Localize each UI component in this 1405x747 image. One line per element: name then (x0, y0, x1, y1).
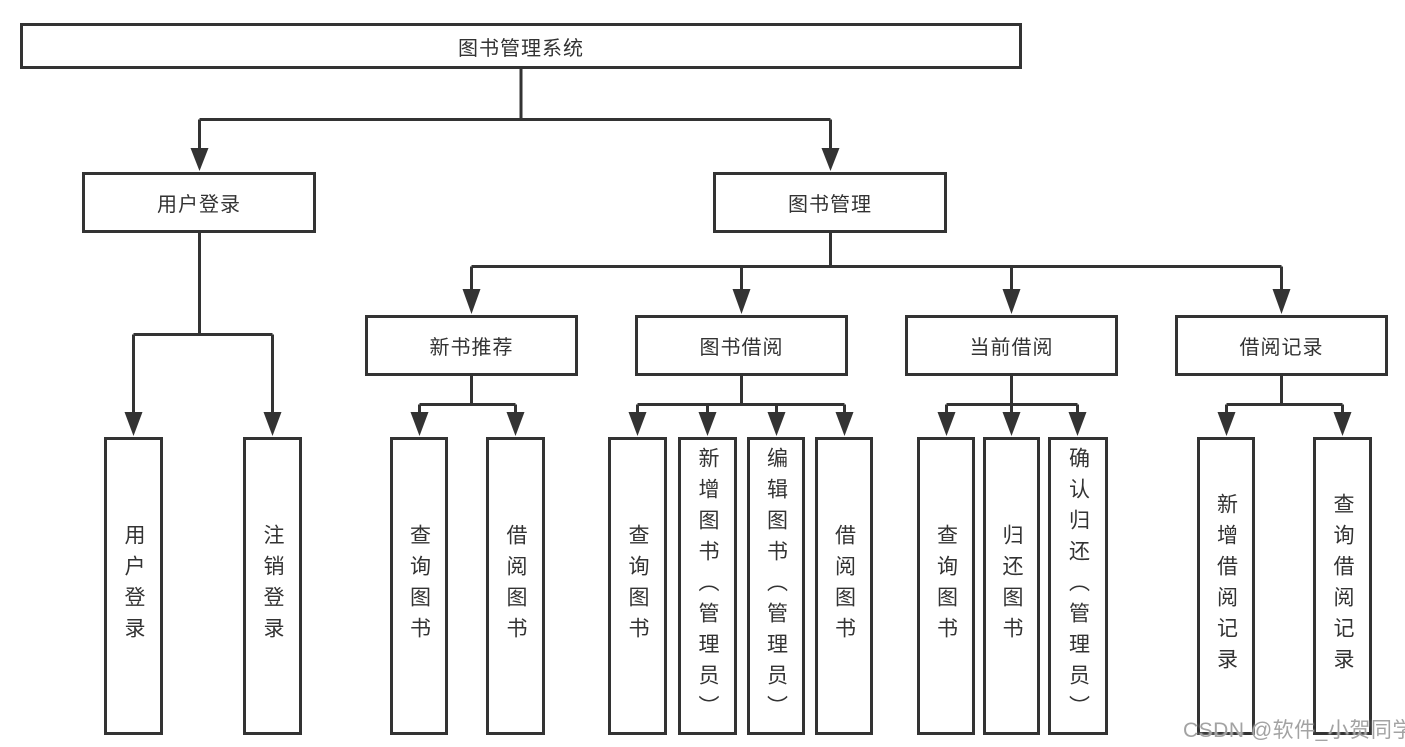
leaf-borrow-books-recommend-label: 借阅图书 (504, 524, 527, 648)
leaf-confirm-return-admin-label: 确认归还（管理员） (1066, 446, 1090, 726)
node-borrow-records-label: 借阅记录 (1239, 337, 1324, 359)
leaf-query-books-recommend-label: 查询图书 (407, 524, 431, 648)
node-current-borrow-label: 当前借阅 (969, 337, 1054, 359)
leaf-query-books-current: 查询图书 (917, 437, 975, 735)
leaf-return-books: 归还图书 (983, 437, 1040, 735)
leaf-query-books-recommend: 查询图书 (390, 437, 448, 735)
leaf-query-borrow-record: 查询借阅记录 (1313, 437, 1372, 735)
leaf-add-borrow-record: 新增借阅记录 (1197, 437, 1255, 735)
leaf-edit-books-admin: 编辑图书（管理员） (747, 437, 805, 735)
leaf-add-books-admin-label: 新增图书（管理员） (696, 446, 719, 726)
node-new-book-recommend-label: 新书推荐 (429, 337, 514, 359)
node-user-login-label: 用户登录 (157, 194, 241, 216)
node-book-borrow-label: 图书借阅 (699, 337, 784, 359)
leaf-borrow-books-label: 借阅图书 (832, 524, 856, 648)
leaf-borrow-books-recommend: 借阅图书 (486, 437, 545, 735)
leaf-user-login-label: 用户登录 (122, 524, 145, 648)
leaf-borrow-books: 借阅图书 (815, 437, 873, 735)
leaf-query-borrow-record-label: 查询借阅记录 (1331, 493, 1354, 679)
arrowheads (124, 148, 1352, 436)
leaf-edit-books-admin-label: 编辑图书（管理员） (764, 446, 788, 726)
leaf-logout-label: 注销登录 (261, 524, 284, 648)
node-book-management-label: 图书管理 (788, 194, 872, 216)
node-current-borrow: 当前借阅 (905, 315, 1118, 376)
leaf-user-login: 用户登录 (104, 437, 163, 735)
leaf-add-borrow-record-label: 新增借阅记录 (1214, 493, 1238, 679)
csdn-watermark: CSDN @软件_小贺同学 (1183, 719, 1405, 742)
leaf-query-books-borrow-label: 查询图书 (626, 524, 649, 648)
node-book-management: 图书管理 (713, 172, 947, 233)
leaf-return-books-label: 归还图书 (1000, 524, 1023, 648)
leaf-add-books-admin: 新增图书（管理员） (678, 437, 737, 735)
node-new-book-recommend: 新书推荐 (365, 315, 578, 376)
leaf-query-books-borrow: 查询图书 (608, 437, 667, 735)
node-root-system-label: 图书管理系统 (458, 37, 584, 60)
leaf-query-books-current-label: 查询图书 (934, 524, 958, 648)
node-root-system: 图书管理系统 (20, 23, 1022, 69)
node-book-borrow: 图书借阅 (635, 315, 848, 376)
node-borrow-records: 借阅记录 (1175, 315, 1388, 376)
leaf-logout: 注销登录 (243, 437, 302, 735)
leaf-confirm-return-admin: 确认归还（管理员） (1048, 437, 1108, 735)
node-user-login: 用户登录 (82, 172, 316, 233)
